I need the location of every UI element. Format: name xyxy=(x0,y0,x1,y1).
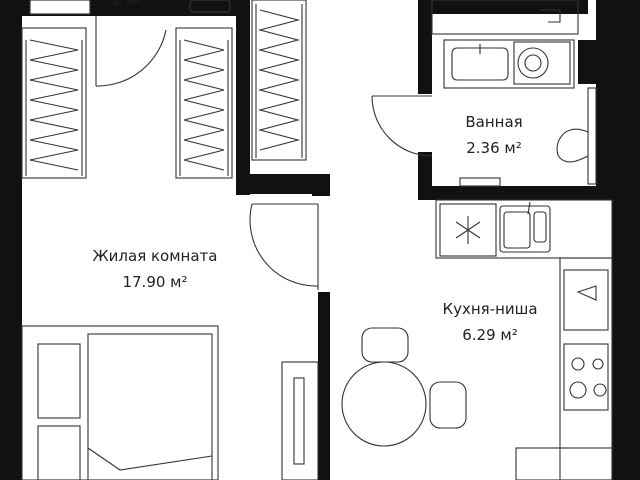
washing-machine xyxy=(513,41,571,85)
door-bath xyxy=(371,95,433,157)
bed-pillow-1 xyxy=(37,343,81,419)
room-label-kitchen: Кухня-ниша 6.29 м² xyxy=(425,299,555,346)
dishwasher xyxy=(563,269,609,331)
wall-corridor-bottom xyxy=(250,174,330,194)
wardrobe-right xyxy=(251,0,307,161)
toilet-tank xyxy=(587,87,597,185)
fridge xyxy=(439,203,497,257)
room-area-living: 17.90 м² xyxy=(122,273,188,291)
room-area-kitchen: 6.29 м² xyxy=(462,326,518,344)
bed-mattress xyxy=(87,333,213,480)
wall-partition-lower xyxy=(318,292,330,480)
top-sink xyxy=(189,0,231,13)
lower-cabinet xyxy=(515,447,613,480)
bath-shower-corner xyxy=(431,0,579,35)
room-name-living: Жилая комната xyxy=(92,247,218,265)
wardrobe-right-hangers xyxy=(257,9,301,151)
bath-washer-counter xyxy=(443,39,575,89)
top-cabinet xyxy=(29,0,91,15)
door-closet xyxy=(95,16,167,87)
room-label-bathroom: Ванная 2.36 м² xyxy=(444,112,544,159)
wall-bath-left-lower xyxy=(418,152,432,197)
room-name-kitchen: Кухня-ниша xyxy=(442,300,538,318)
bed-frame xyxy=(21,325,219,480)
room-area-bathroom: 2.36 м² xyxy=(466,139,522,157)
chair-top xyxy=(361,327,409,363)
burner-3 xyxy=(569,381,587,399)
wall-top-closet xyxy=(170,0,236,16)
wardrobe-middle xyxy=(175,27,233,179)
stove xyxy=(563,343,609,411)
wall-bath-left xyxy=(418,0,432,94)
kitchen-sink xyxy=(499,205,551,253)
wall-bath-inner-right xyxy=(578,40,596,84)
chair-right xyxy=(429,381,467,429)
drop-icon xyxy=(576,285,597,301)
kitchen-right-column xyxy=(515,257,613,480)
toilet xyxy=(459,87,597,187)
wall-right-column xyxy=(596,0,640,200)
door-living xyxy=(249,203,319,290)
towel-rail xyxy=(459,177,501,187)
bed-blanket-fold xyxy=(87,447,213,471)
wall-right-lower xyxy=(612,200,640,480)
tv-console xyxy=(281,361,319,480)
room-name-bathroom: Ванная xyxy=(465,113,523,131)
wardrobe-left-hangers xyxy=(29,39,79,171)
partial-area-text: 3. м² xyxy=(112,0,140,8)
kitchen-counter-top xyxy=(435,199,613,259)
burner-2 xyxy=(592,358,604,370)
bath-counter xyxy=(443,39,575,89)
kitchen-counter xyxy=(435,199,613,259)
room-label-living: Жилая комната 17.90 м² xyxy=(70,246,240,293)
burner-4 xyxy=(593,383,607,397)
dining-table xyxy=(341,361,427,447)
outer-wall-left xyxy=(0,0,22,480)
wardrobe-middle-hangers xyxy=(183,39,225,171)
wardrobe-left xyxy=(21,27,87,179)
dining-set xyxy=(341,327,467,447)
wall-closet-divider xyxy=(236,0,250,195)
toilet-bowl xyxy=(556,128,589,163)
top-fixtures: 3. м² xyxy=(29,0,231,15)
bed-pillow-2 xyxy=(37,425,81,480)
bed xyxy=(21,325,219,480)
snowflake-icon xyxy=(455,216,481,244)
burner-1 xyxy=(571,357,585,371)
wall-partition-upper xyxy=(312,174,330,196)
wall-bath-bottom xyxy=(418,186,614,200)
wall-bath-top xyxy=(418,0,588,14)
washer-drum xyxy=(517,47,549,79)
